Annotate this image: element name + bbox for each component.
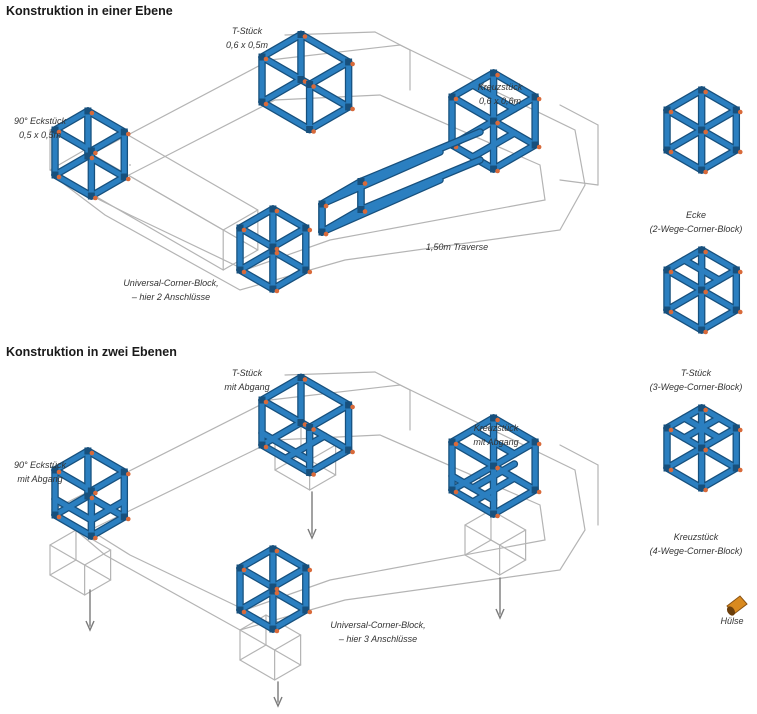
- label-t-stueck-abgang-name: T-Stück: [231, 368, 263, 378]
- legend-icon-kreuzstueck: [663, 404, 743, 493]
- arrow-down-eckstueck: [85, 589, 95, 632]
- arrow-down-universal: [273, 681, 283, 708]
- legend-ecke-detail: (2-Wege-Corner-Block): [649, 224, 743, 234]
- label-t-stueck: T-Stück 0,6 x 0,5m: [222, 24, 272, 52]
- label-kreuzstueck-abgang-note: mit Abgang: [473, 437, 519, 447]
- outline-drop-eckstueck: [49, 529, 112, 596]
- legend-icon-ecke: [663, 86, 743, 175]
- label-kreuzstueck-size: 0,6 x 0,6m: [478, 96, 522, 106]
- truss-kreuzstueck-abgang: [448, 414, 542, 519]
- label-eckstueck-abgang-name: 90° Eckstück: [13, 460, 67, 470]
- truss-eckstueck-90: [51, 107, 131, 201]
- label-eckstueck-abgang: 90° Eckstück mit Abgang: [6, 458, 74, 486]
- label-kreuzstueck: Kreuzstück 0,6 x 0,6m: [470, 80, 530, 108]
- label-t-stueck-abgang-note: mit Abgang: [224, 382, 270, 392]
- legend-huelse-name: Hülse: [720, 616, 744, 626]
- label-eckstueck-abgang-note: mit Abgang: [17, 474, 63, 484]
- label-universal-abgang-note: – hier 3 Anschlüsse: [338, 634, 418, 644]
- arrow-down-t-stueck: [307, 491, 317, 540]
- legend-ecke-name: Ecke: [685, 210, 706, 220]
- label-universal-corner-block-abgang: Universal-Corner-Block, – hier 3 Anschlü…: [322, 618, 434, 646]
- legend-icon-t-stueck: [663, 246, 743, 335]
- label-traverse: 1,50m Traverse: [418, 240, 496, 254]
- legend-kreuzstueck-name: Kreuzstück: [673, 532, 719, 542]
- label-kreuzstueck-abgang-name: Kreuzstück: [473, 423, 519, 433]
- label-universal-abgang-name: Universal-Corner-Block,: [330, 620, 426, 630]
- label-t-stueck-abgang: T-Stück mit Abgang: [222, 366, 272, 394]
- legend-t-stueck-detail: (3-Wege-Corner-Block): [649, 382, 743, 392]
- truss-t-stueck-abgang: [258, 373, 355, 477]
- legend-item-huelse: Hülse: [712, 614, 752, 628]
- label-kreuzstueck-name: Kreuzstück: [477, 82, 523, 92]
- legend-item-ecke: Ecke (2-Wege-Corner-Block): [640, 208, 752, 236]
- label-kreuzstueck-abgang: Kreuzstück mit Abgang: [466, 421, 526, 449]
- label-traverse-name: 1,50m Traverse: [425, 242, 489, 252]
- section-heading-two-levels: Konstruktion in zwei Ebenen: [6, 345, 177, 359]
- truss-traverse-150m: [318, 128, 484, 237]
- outline-drop-kreuzstueck: [464, 509, 527, 576]
- label-universal-corner-block: Universal-Corner-Block, – hier 2 Anschlü…: [116, 276, 226, 304]
- label-eckstueck-name: 90° Eckstück: [13, 116, 67, 126]
- label-universal-note: – hier 2 Anschlüsse: [131, 292, 211, 302]
- label-universal-name: Universal-Corner-Block,: [123, 278, 219, 288]
- label-eckstueck-size: 0,5 x 0,5m: [18, 130, 62, 140]
- truss-eckstueck-abgang: [51, 447, 131, 541]
- label-t-stueck-name: T-Stück: [231, 26, 263, 36]
- truss-t-stueck: [258, 30, 355, 134]
- legend-kreuzstueck-detail: (4-Wege-Corner-Block): [649, 546, 743, 556]
- label-t-stueck-size: 0,6 x 0,5m: [225, 40, 269, 50]
- truss-universal-corner-block-2: [236, 545, 313, 634]
- legend-icon-huelse: [726, 595, 748, 616]
- outline-ring: [50, 31, 599, 291]
- legend-t-stueck-name: T-Stück: [680, 368, 712, 378]
- truss-universal-corner-block-1: [236, 205, 313, 294]
- label-eckstueck: 90° Eckstück 0,5 x 0,5m: [6, 114, 74, 142]
- section-heading-one-level: Konstruktion in einer Ebene: [6, 4, 173, 18]
- legend-item-kreuzstueck: Kreuzstück (4-Wege-Corner-Block): [640, 530, 752, 558]
- arrow-down-kreuzstueck: [495, 577, 505, 620]
- truss-kreuzstueck: [448, 69, 542, 174]
- legend-item-t-stueck: T-Stück (3-Wege-Corner-Block): [640, 366, 752, 394]
